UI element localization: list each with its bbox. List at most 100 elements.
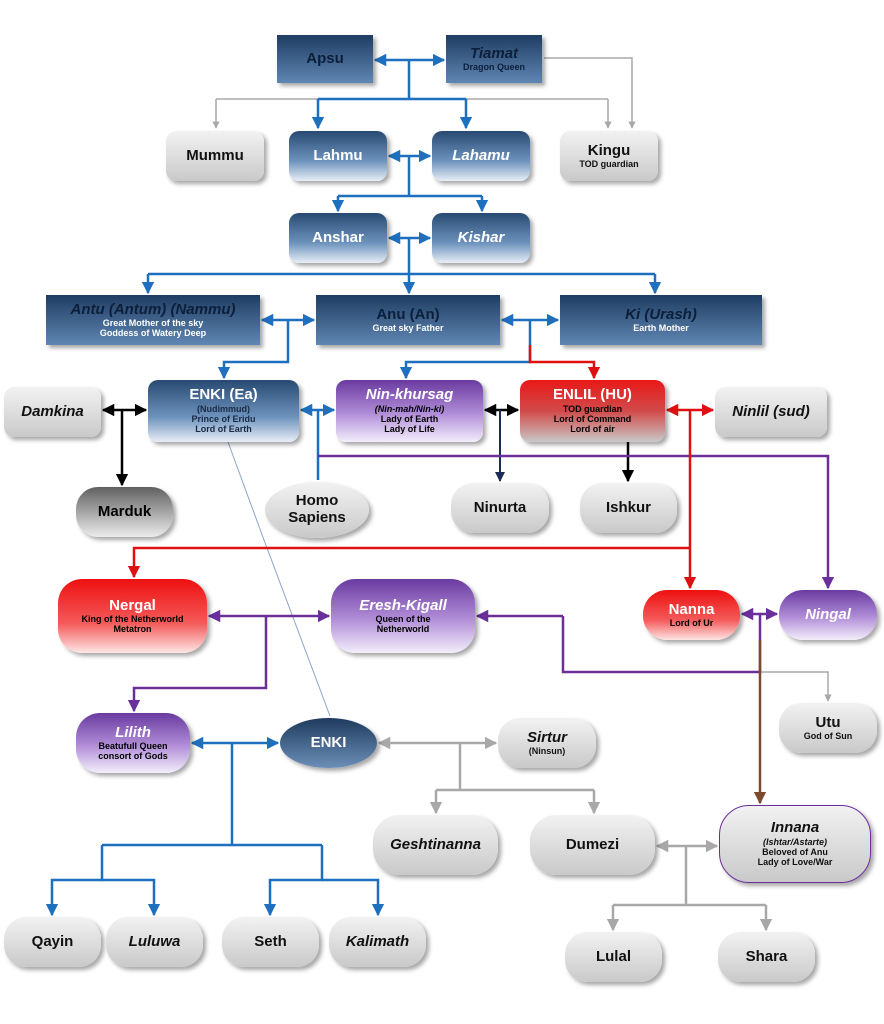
node-anu[interactable]: Anu (An) Great sky Father: [316, 295, 500, 345]
node-sirtur[interactable]: Sirtur (Ninsun): [498, 718, 596, 768]
node-enki-lower[interactable]: ENKI: [280, 718, 377, 768]
node-mummu[interactable]: Mummu: [166, 131, 264, 181]
node-lahamu[interactable]: Lahamu: [432, 131, 530, 181]
node-subtitle: Dragon Queen: [462, 62, 525, 73]
node-enlil[interactable]: ENLIL (HU) TOD guardian Lord of Command …: [520, 380, 665, 442]
node-ningal[interactable]: Ningal: [779, 590, 877, 640]
node-kishar[interactable]: Kishar: [432, 213, 530, 263]
node-antu[interactable]: Antu (Antum) (Nammu) Great Mother of the…: [46, 295, 260, 345]
node-subtitle: Lord of air: [570, 424, 615, 435]
node-name: Nanna: [668, 600, 715, 618]
node-subtitle: Lord of Ur: [669, 618, 714, 629]
node-subtitle: Lady of Life: [384, 424, 435, 435]
node-name: Kingu: [587, 141, 631, 159]
node-subtitle: Lady of Earth: [380, 414, 439, 425]
descent-enki: [217, 320, 290, 380]
node-name: Antu (Antum) (Nammu): [70, 300, 236, 318]
node-enki[interactable]: ENKI (Ea) (Nudimmud) Prince of Eridu Lor…: [148, 380, 299, 442]
node-kingu[interactable]: Kingu TOD guardian: [560, 131, 658, 181]
node-subtitle: Lord of Command: [553, 414, 632, 425]
node-name: Shara: [745, 947, 788, 965]
enki-identity-line: [227, 441, 331, 717]
node-name: ENLIL (HU): [553, 386, 632, 404]
node-seth[interactable]: Seth: [222, 917, 319, 967]
node-name: Ningal: [805, 605, 851, 623]
node-lahmu[interactable]: Lahmu: [289, 131, 387, 181]
node-subtitle: King of the Netherworld: [81, 614, 184, 625]
node-name: Ninlil (sud): [732, 402, 810, 420]
node-name: Lahmu: [313, 146, 363, 164]
node-qayin[interactable]: Qayin: [4, 917, 101, 967]
node-nanna[interactable]: Nanna Lord of Ur: [643, 590, 740, 640]
node-luluwa[interactable]: Luluwa: [106, 917, 203, 967]
node-name: Nin-khursag: [365, 386, 454, 404]
descent-ninkhursag: [399, 320, 532, 380]
node-name: Ninurta: [473, 498, 527, 516]
node-ki[interactable]: Ki (Urash) Earth Mother: [560, 295, 762, 345]
node-name: Seth: [254, 932, 287, 950]
node-innana[interactable]: Innana (Ishtar/Astarte) Beloved of Anu L…: [719, 805, 871, 883]
node-subtitle: Queen of the: [375, 614, 431, 625]
node-name: Lulal: [595, 947, 631, 965]
node-ninkhursag[interactable]: Nin-khursag (Nin-mah/Nin-ki) Lady of Ear…: [336, 380, 483, 442]
descent-enlil: [528, 345, 601, 380]
node-name: Damkina: [21, 402, 84, 420]
node-geshtinanna[interactable]: Geshtinanna: [373, 815, 498, 875]
descent-kalimath: [322, 878, 385, 917]
node-damkina[interactable]: Damkina: [4, 387, 101, 437]
node-name: Lahamu: [452, 146, 510, 164]
node-name: Kishar: [457, 228, 505, 246]
node-shara[interactable]: Shara: [718, 932, 815, 982]
node-subtitle: Goddess of Watery Deep: [99, 328, 207, 339]
node-dumezi[interactable]: Dumezi: [530, 815, 655, 875]
node-name: Ishkur: [605, 498, 651, 516]
node-ishkur[interactable]: Ishkur: [580, 483, 677, 533]
node-nergal[interactable]: Nergal King of the Netherworld Metatron: [58, 579, 207, 653]
node-apsu[interactable]: Apsu: [277, 35, 373, 83]
node-ninlil[interactable]: Ninlil (sud): [715, 387, 827, 437]
node-name: ENKI (Ea): [189, 386, 258, 404]
node-name: Dumezi: [565, 835, 620, 853]
node-name: Marduk: [97, 502, 152, 520]
node-lilith[interactable]: Lilith Beatufull Queen consort of Gods: [76, 713, 190, 773]
node-subtitle: Netherworld: [376, 624, 430, 635]
node-homo-sapiens[interactable]: Homo Sapiens: [265, 482, 369, 538]
node-kalimath[interactable]: Kalimath: [329, 917, 426, 967]
node-subtitle: Lord of Earth: [195, 424, 252, 435]
node-subtitle: Beatufull Queen: [98, 741, 168, 752]
node-lulal[interactable]: Lulal: [565, 932, 662, 982]
node-subtitle: TOD guardian: [579, 159, 639, 170]
node-tiamat[interactable]: Tiamat Dragon Queen: [446, 35, 542, 83]
node-name: Anu (An): [376, 305, 440, 323]
node-name: Mummu: [186, 146, 244, 164]
node-subtitle: Beloved of Anu: [762, 847, 828, 858]
node-name: Geshtinanna: [390, 835, 481, 853]
node-subtitle: Great Mother of the sky: [102, 318, 204, 329]
node-anshar[interactable]: Anshar: [289, 213, 387, 263]
node-utu[interactable]: Utu God of Sun: [779, 703, 877, 753]
node-name: Sapiens: [288, 509, 346, 526]
node-subtitle: Earth Mother: [633, 323, 689, 334]
tiamat-kingu-line: [544, 57, 636, 129]
node-name: Tiamat: [469, 44, 519, 62]
node-subtitle: TOD guardian: [562, 404, 623, 415]
node-name: Kalimath: [345, 932, 410, 950]
node-name: Anshar: [312, 228, 364, 246]
node-ninurta[interactable]: Ninurta: [451, 483, 549, 533]
node-eresh-kigall[interactable]: Eresh-Kigall Queen of the Netherworld: [331, 579, 475, 653]
node-subtitle: God of Sun: [803, 731, 853, 742]
node-subtitle: Lady of Love/War: [757, 857, 833, 868]
descent-luluwa: [102, 878, 161, 917]
node-name: Ki (Urash): [625, 305, 697, 323]
descent-qayin: [45, 845, 104, 917]
node-subtitle: Prince of Eridu: [191, 414, 256, 425]
descent-ningal: [318, 454, 835, 590]
node-name: Utu: [815, 713, 841, 731]
node-name: Luluwa: [128, 932, 181, 950]
descent-nergal: [127, 546, 690, 579]
node-marduk[interactable]: Marduk: [76, 487, 173, 537]
node-subtitle: (Ishtar/Astarte): [762, 837, 827, 848]
node-subtitle: consort of Gods: [98, 751, 168, 762]
node-name: Sirtur: [526, 728, 567, 746]
